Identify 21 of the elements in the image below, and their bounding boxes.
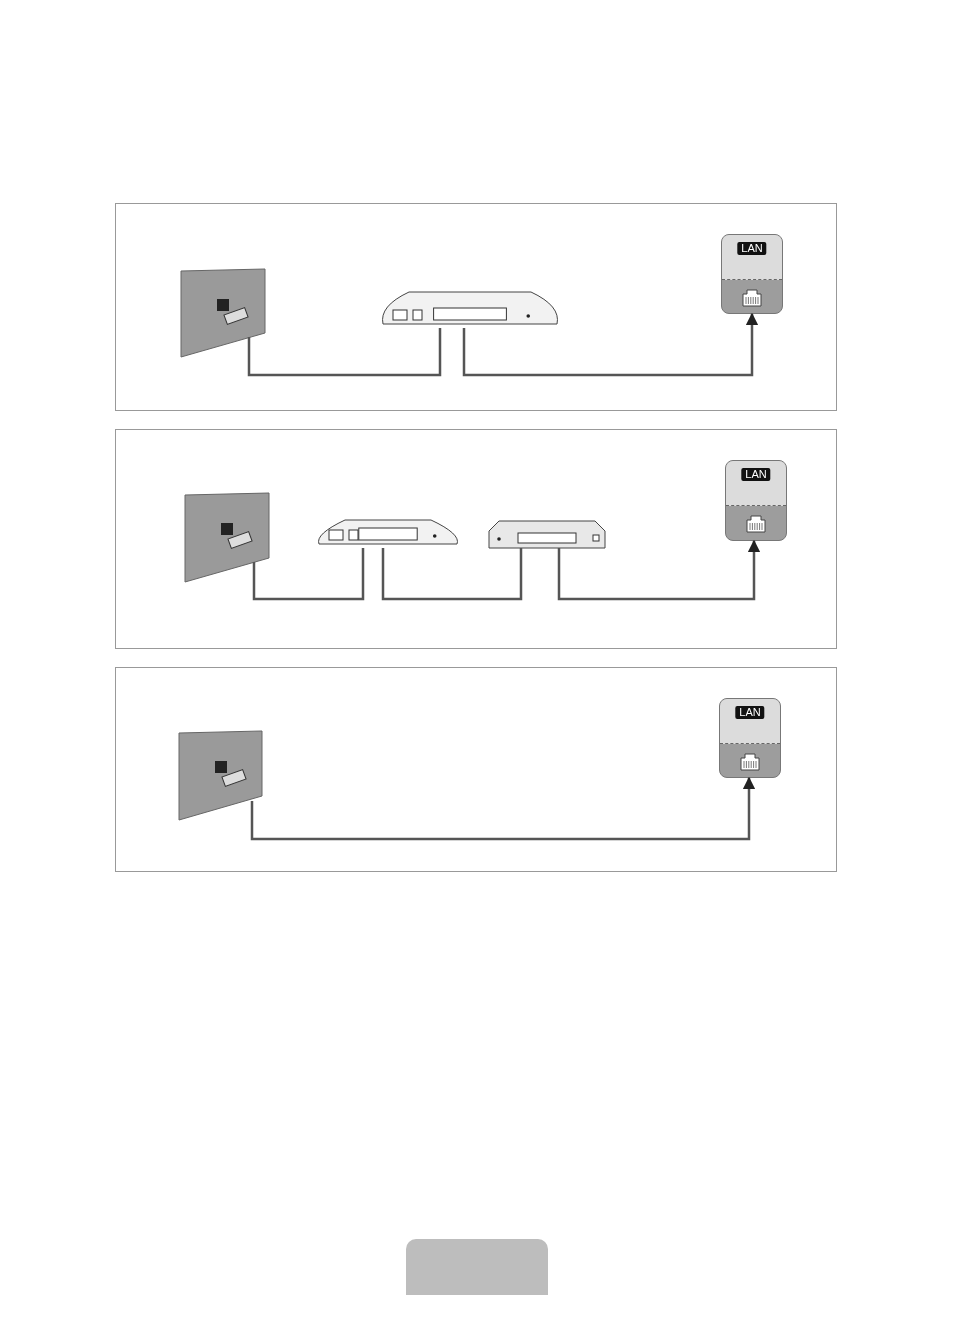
router-drawing: [489, 521, 605, 548]
modem-drawing: [315, 516, 461, 548]
panel-frame: [115, 203, 837, 411]
cable: [252, 548, 365, 601]
cable: [381, 548, 523, 601]
cable: [462, 312, 759, 377]
cable: [247, 328, 442, 377]
panel-frame: [115, 667, 837, 872]
lan-port-panel: [721, 234, 783, 314]
port-label: LAN: [735, 706, 765, 719]
port-label: LAN: [737, 242, 767, 255]
cable: [557, 539, 761, 601]
lan-port-panel: [719, 698, 781, 778]
wall-socket-drawing: [181, 269, 265, 357]
port-label: LAN: [741, 468, 771, 481]
cable: [250, 776, 756, 841]
modem-drawing: [379, 288, 561, 328]
wall-socket-drawing: [179, 731, 262, 820]
lan-port-panel: [725, 460, 787, 541]
panel-frame: [115, 429, 837, 649]
wall-socket-drawing: [185, 493, 269, 582]
